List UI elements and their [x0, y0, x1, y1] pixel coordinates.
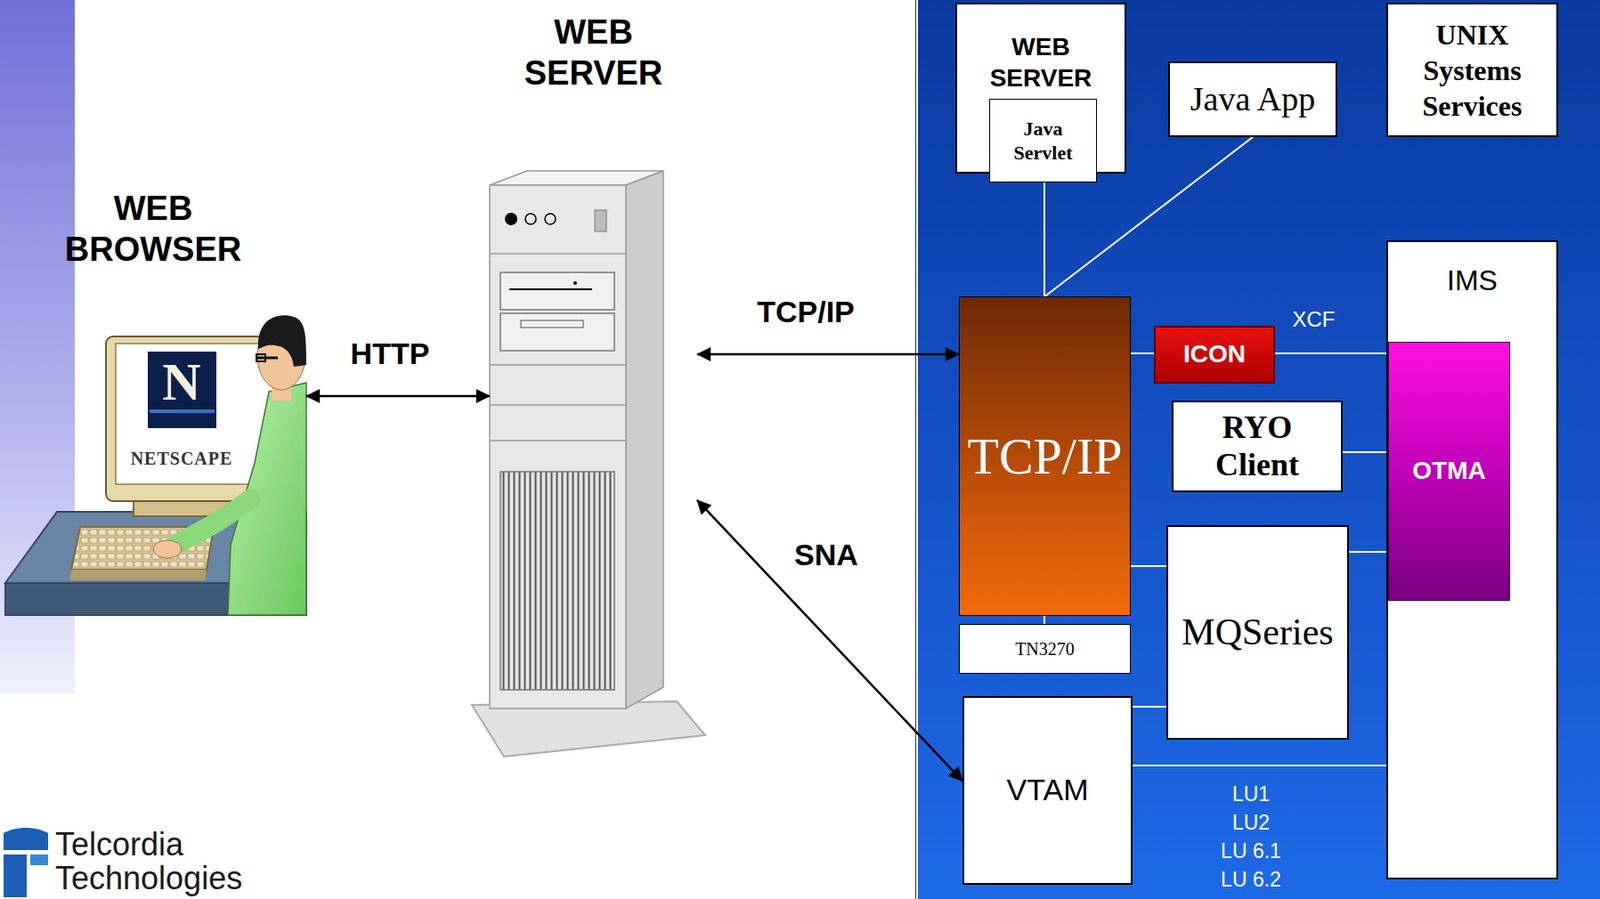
connector [306, 395, 490, 398]
web-server-box: WEB SERVER Java Servlet [955, 2, 1127, 174]
node-text: TCP/IP [966, 428, 1122, 486]
node-text: OTMA [1412, 457, 1486, 486]
node-text: IMS [1446, 263, 1498, 298]
connector [697, 500, 963, 781]
node-text: WEB BROWSER [46, 188, 260, 270]
text-holder: RYO Client [1173, 402, 1341, 491]
text-holder: VTAM [964, 698, 1131, 884]
connector [1130, 352, 1154, 355]
connector [1130, 565, 1167, 568]
uss-box: UNIX Systems Services [1386, 2, 1559, 138]
ims-box: IMS OTMA [1386, 240, 1559, 880]
edge-label: SNA [791, 537, 861, 573]
node-text: ICON [1183, 341, 1246, 369]
connector [697, 353, 959, 357]
text-holder: IMS [1388, 242, 1557, 298]
edge-label: TCP/IP [754, 294, 858, 330]
node-text: TN3270 [1015, 639, 1075, 659]
node-text: Java App [1190, 81, 1316, 119]
edge-label: HTTP [348, 336, 433, 372]
connector [1043, 173, 1046, 297]
lu-type-label: LU1 [1232, 783, 1270, 805]
vtam-box: VTAM [962, 696, 1133, 886]
logo-letter: N [162, 354, 201, 411]
text-holder: WEB BROWSER [0, 188, 307, 270]
icon-box: ICON [1153, 325, 1276, 384]
connector [1348, 551, 1389, 553]
browser-illustration [5, 315, 307, 616]
text-holder: TN3270 [959, 625, 1130, 674]
node-text: RYO Client [1181, 409, 1333, 484]
server-tower-illustration [471, 170, 706, 757]
logo-mark [3, 828, 49, 898]
text-holder: MQSeries [1168, 527, 1348, 739]
lu-type-label: LU 6.2 [1220, 869, 1282, 891]
company-name: Telcordia [55, 828, 184, 862]
lu-type-label: LU2 [1232, 812, 1270, 834]
node-text: WEB SERVER [969, 31, 1113, 94]
otma-box: OTMA [1388, 341, 1511, 602]
node-text: MQSeries [1181, 611, 1333, 653]
lu-type-label: LU 6.1 [1220, 840, 1282, 862]
server-tower-node: WEB SERVER [489, 12, 698, 756]
text-holder: WEB SERVER [957, 4, 1125, 94]
text-holder: WEB SERVER [489, 12, 698, 94]
text-holder: TCP/IP [959, 297, 1130, 616]
mqseries-box: MQSeries [1166, 525, 1349, 740]
connector [1275, 352, 1389, 355]
servlet-box: Java Servlet [989, 98, 1097, 183]
edge-label: XCF [1290, 307, 1339, 333]
workstation-node: WEB BROWSER [0, 188, 307, 624]
node-text: UNIX Systems Services [1401, 16, 1544, 124]
logo-wordmark: NETSCAPE [130, 449, 234, 469]
text-holder: ICON [1155, 327, 1274, 382]
client-box: RYO Client [1171, 400, 1343, 493]
text-holder: UNIX Systems Services [1388, 4, 1557, 136]
tcpip-stack-box: TCP/IP [958, 296, 1131, 617]
text-holder: Java App [1169, 63, 1336, 136]
app-box: Java App [1168, 61, 1338, 138]
node-text: VTAM [1007, 773, 1089, 807]
connector [1043, 616, 1046, 625]
node-text: Java Servlet [998, 116, 1089, 166]
tn3270-box: TN3270 [958, 624, 1131, 675]
text-holder: OTMA [1388, 342, 1510, 601]
node-text: WEB SERVER [497, 12, 690, 94]
connector [1132, 706, 1167, 708]
company-name: Technologies [55, 861, 243, 896]
connector [1342, 451, 1389, 454]
text-holder: Java Servlet [990, 99, 1097, 182]
connector [1132, 764, 1387, 767]
